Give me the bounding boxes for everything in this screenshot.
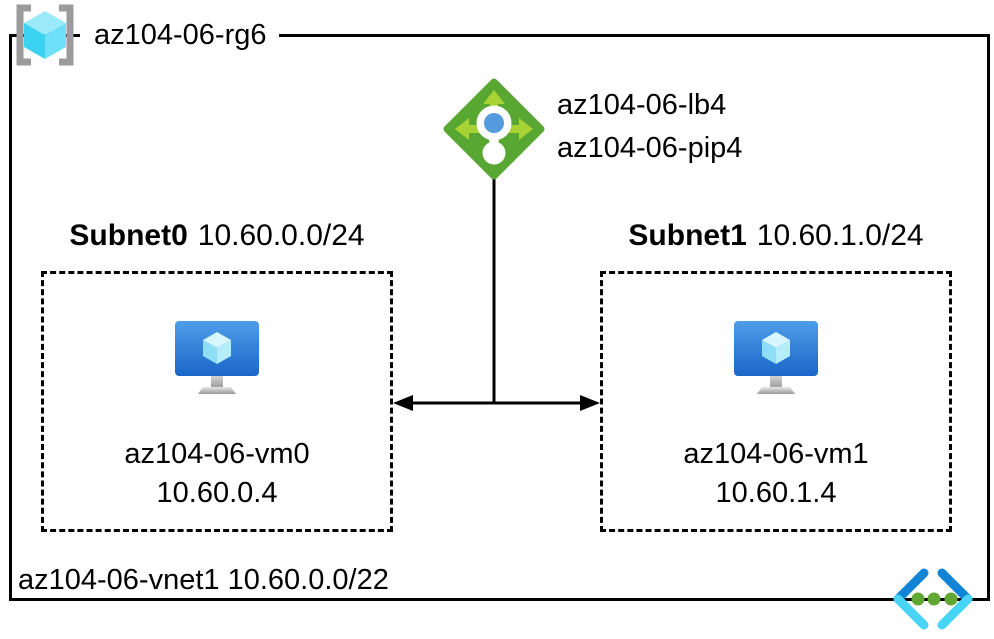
subnet1-title: Subnet1 10.60.1.0/24 <box>600 219 952 253</box>
resource-group-header: az104-06-rg6 <box>10 3 279 67</box>
vnet-label: az104-06-vnet1 10.60.0.0/22 <box>18 564 389 596</box>
resource-group-icon <box>16 4 74 66</box>
subnet0-title: Subnet0 10.60.0.0/24 <box>41 219 393 253</box>
subnet1-box <box>600 271 952 532</box>
subnet0-name: Subnet0 <box>69 219 188 252</box>
vm1-name: az104-06-vm1 <box>683 438 869 470</box>
load-balancer-labels: az104-06-lb4 az104-06-pip4 <box>557 84 742 170</box>
load-balancer-icon <box>443 78 545 180</box>
load-balancer-name: az104-06-lb4 <box>557 89 727 121</box>
vm1-ip: 10.60.1.4 <box>715 477 837 509</box>
subnet0-cidr: 10.60.0.0/24 <box>197 219 365 252</box>
resource-group-box <box>9 34 990 601</box>
network-connector-arrows <box>393 174 600 411</box>
subnet1-cidr: 10.60.1.0/24 <box>756 219 924 252</box>
subnet1-name: Subnet1 <box>628 219 747 252</box>
vm0-ip: 10.60.0.4 <box>156 477 278 509</box>
vm0-name: az104-06-vm0 <box>124 438 310 470</box>
virtual-machine-icon <box>175 321 259 394</box>
virtual-network-icon <box>893 568 973 630</box>
resource-group-name: az104-06-rg6 <box>80 16 279 54</box>
public-ip-name: az104-06-pip4 <box>557 132 743 164</box>
virtual-machine-icon <box>734 321 818 394</box>
subnet0-box <box>41 271 393 532</box>
